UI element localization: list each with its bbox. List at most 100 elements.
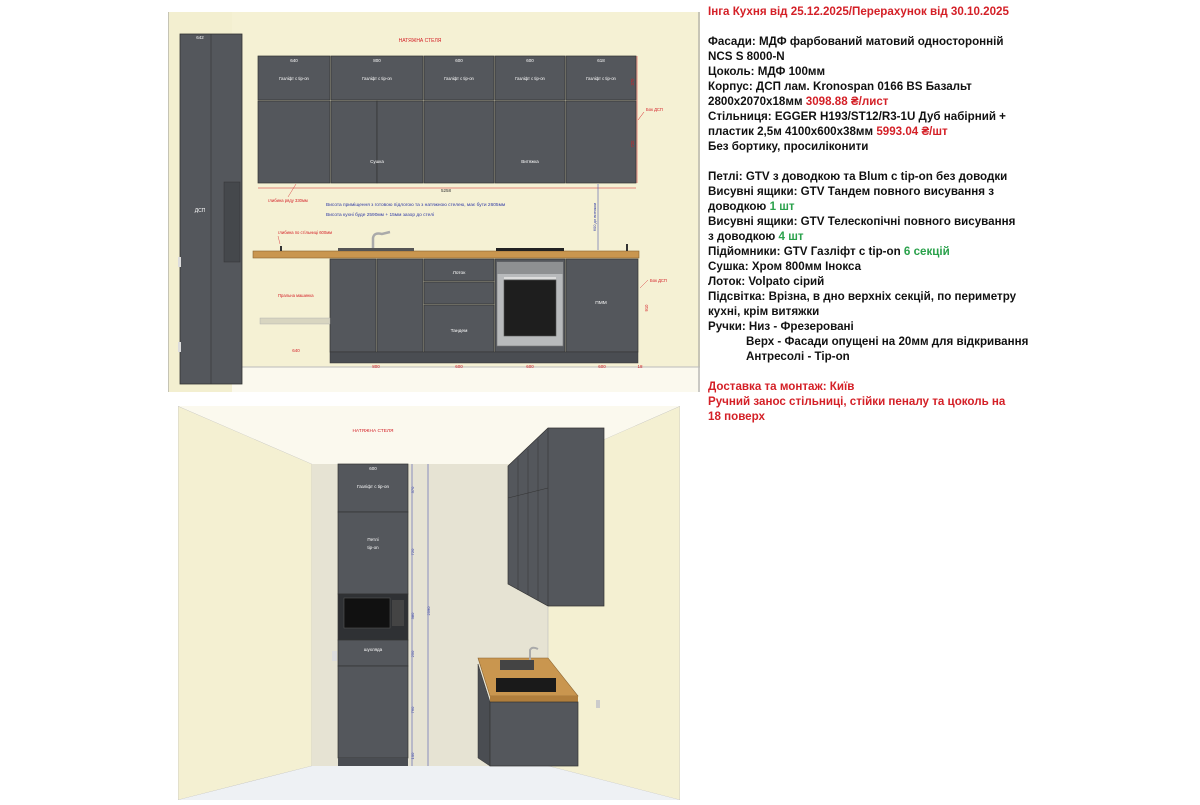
tall-cabinet-label: ДСП [195, 208, 206, 214]
body-line-2: 2800x2070x18мм 3098.88 ₴/лист [708, 94, 1196, 109]
side-width-label: 600 [369, 466, 377, 471]
drawers-telescopic-line-2: з доводкою 4 шт [708, 229, 1196, 244]
side-total-height: 2590 [426, 606, 431, 616]
lift-label-2: Газліфт с tip-on [362, 76, 392, 81]
side-dim-720: 720 [410, 548, 415, 555]
drawers-tandem-qty: 1 шт [769, 200, 795, 213]
lower-width-4: 600 [598, 364, 606, 369]
upper-width-1: 640 [290, 58, 298, 63]
upper-width-4: 600 [526, 58, 534, 63]
side-middle-cabinet [337, 511, 409, 595]
upper-height-720: 720 [630, 140, 635, 148]
upper-width-5: 618 [597, 58, 605, 63]
side-bottom-cabinet [337, 665, 409, 759]
room-height-note-1: Висота приміщення з готовою підлогою та … [326, 202, 505, 208]
lifts-qty: 6 секцій [903, 245, 950, 258]
drawers-tandem-line-1: Висувні ящики: GTV Тандем повного висува… [708, 185, 995, 198]
lifts-line: Підйомники: GTV Газліфт с tip-on 6 секці… [708, 244, 1196, 259]
lighting-line-1: Підсвітка: Врізна, в дно верхніх секцій,… [708, 290, 1017, 303]
worktop-price: 5993.04 ₴/шт [876, 125, 948, 138]
upper-depth-label: глибина ряду 330мм [268, 198, 308, 203]
body-price: 3098.88 ₴/лист [805, 95, 889, 108]
side-dim-250: 250 [410, 650, 415, 657]
worktop-line-1: Стільниця: EGGER H193/ST12/R3-1U Дуб наб… [708, 110, 1006, 123]
drawers-tandem-text: доводкою [708, 200, 770, 213]
drawers-telescopic-line-1: Висувні ящики: GTV Телескопічні повного … [708, 215, 1016, 228]
lifts-text: Підйомники: GTV Газліфт с tip-on [708, 245, 904, 258]
microwave [343, 597, 391, 629]
upper-width-2: 800 [373, 58, 381, 63]
facades-line-2: NCS S 8000-N [708, 50, 785, 63]
side-ceiling-label: НАТЯЖНА СТЕЛЯ [352, 428, 394, 434]
lift-label-5: Газліфт с tip-on [586, 76, 616, 81]
dryer-line: Сушка: Хром 800мм Інокса [708, 260, 862, 273]
hinges-line: Петлі: GTV з доводкою та Blum с tip-on б… [708, 170, 1008, 183]
upper-cabinets [257, 55, 637, 184]
side-dim-760: 760 [410, 706, 415, 713]
front-view: НАТЯЖНА СТЕЛЯ 642 ДСП 640 800 600 600 61… [167, 12, 700, 392]
lower-width-2: 600 [455, 364, 463, 369]
body-size: 2800x2070x18мм [708, 95, 806, 108]
washer-gap-640: 640 [292, 348, 300, 353]
lower-width-3: 600 [526, 364, 534, 369]
front-elevation-drawing: НАТЯЖНА СТЕЛЯ 642 ДСП 640 800 600 600 61… [167, 12, 700, 392]
right-sink [500, 660, 534, 670]
lift-label-4: Газліфт с tip-on [515, 76, 545, 81]
hood-clearance-label: 600 до витяжки [592, 203, 597, 231]
worktop-line-2: пластик 2,5м 4100x600x38мм 5993.04 ₴/шт [708, 124, 1196, 139]
handles-line-1: Ручки: Низ - Фрезеровані [708, 320, 854, 333]
side-dim-100: 100 [410, 752, 415, 759]
lighting-line-2: кухні, крім витяжки [708, 305, 820, 318]
side-top-cabinet [337, 463, 409, 513]
tall-width-label: 642 [196, 35, 204, 40]
lift-label-1: Газліфт с tip-on [279, 76, 309, 81]
worktop-size: пластик 2,5м 4100x600x38мм [708, 125, 877, 138]
right-hob [496, 678, 556, 692]
handles-line-3: Антресолі - Tip-on [746, 350, 850, 363]
delivery-line: Доставка та монтаж: Київ [708, 380, 855, 393]
facades-line-1: Фасади: МДФ фарбований матовий односторо… [708, 35, 1004, 48]
side-dim-370: 370 [410, 486, 415, 493]
tandem-drawer-label: Тандем [451, 328, 468, 334]
upper-height-370: 370 [630, 78, 635, 86]
handles-line-2: Верх - Фасади опущені на 20мм для відкри… [746, 335, 1029, 348]
right-lower-cabinets [489, 701, 579, 767]
side-drawer [337, 639, 409, 667]
counter-depth-label: глибина по стільниці 600мм [278, 230, 332, 235]
tray-line: Лоток: Volpato сірий [708, 275, 825, 288]
box-dsp-upper-label: Бок ДСП [646, 107, 663, 112]
side-lift-label: Газліфт с tip-on [357, 484, 389, 489]
worktop-line-3: Без бортику, просиліконити [708, 140, 869, 153]
drawers-tandem-line-2: доводкою 1 шт [708, 199, 1196, 214]
tap [371, 230, 391, 248]
side-dim-380: 380 [410, 612, 415, 619]
right-upper-cabinets [507, 427, 605, 607]
lift-label-3: Газліфт с tip-on [444, 76, 474, 81]
specification-panel: Інга Кухня від 25.12.2025/Перерахунок ві… [708, 4, 1196, 424]
dishwasher-label: ПММ [595, 300, 606, 306]
washer-label: Пральна машинка [278, 293, 314, 298]
lower-width-5: 18 [637, 364, 643, 369]
tray-drawer-label: Лоток [453, 270, 467, 276]
total-width-label: 5258 [441, 188, 452, 193]
lower-height-910: 910 [644, 304, 649, 312]
drawers-telescopic-qty: 4 шт [778, 230, 804, 243]
side-hinges-label-2: tip-on [367, 545, 379, 550]
lower-width-1: 800 [372, 364, 380, 369]
room-height-note-2: Висота кухні буде 2590мм + 15мм зазор до… [326, 212, 434, 218]
side-drawer-label: шухляда [364, 647, 383, 652]
side-view: НАТЯЖНА СТЕЛЯ 600 Газліфт с tip-on Петлі… [177, 405, 681, 801]
hood-cabinet-label: Витяжка [521, 159, 539, 164]
drawers-telescopic-text: з доводкою [708, 230, 779, 243]
worktop [252, 250, 640, 259]
dryer-cabinet-label: Сушка [370, 159, 384, 164]
box-dsp-lower-label: Бок ДСП [650, 278, 667, 283]
manual-carry-line: Ручний занос стільниці, стійки пеналу та… [708, 395, 1006, 423]
side-perspective-drawing: НАТЯЖНА СТЕЛЯ 600 Газліфт с tip-on Петлі… [177, 405, 681, 801]
plinth-line: Цоколь: МДФ 100мм [708, 65, 826, 78]
order-title: Інга Кухня від 25.12.2025/Перерахунок ві… [708, 5, 1009, 18]
hob [496, 248, 564, 251]
upper-width-3: 600 [455, 58, 463, 63]
sink [338, 248, 414, 251]
ceiling-label: НАТЯЖНА СТЕЛЯ [399, 38, 442, 44]
